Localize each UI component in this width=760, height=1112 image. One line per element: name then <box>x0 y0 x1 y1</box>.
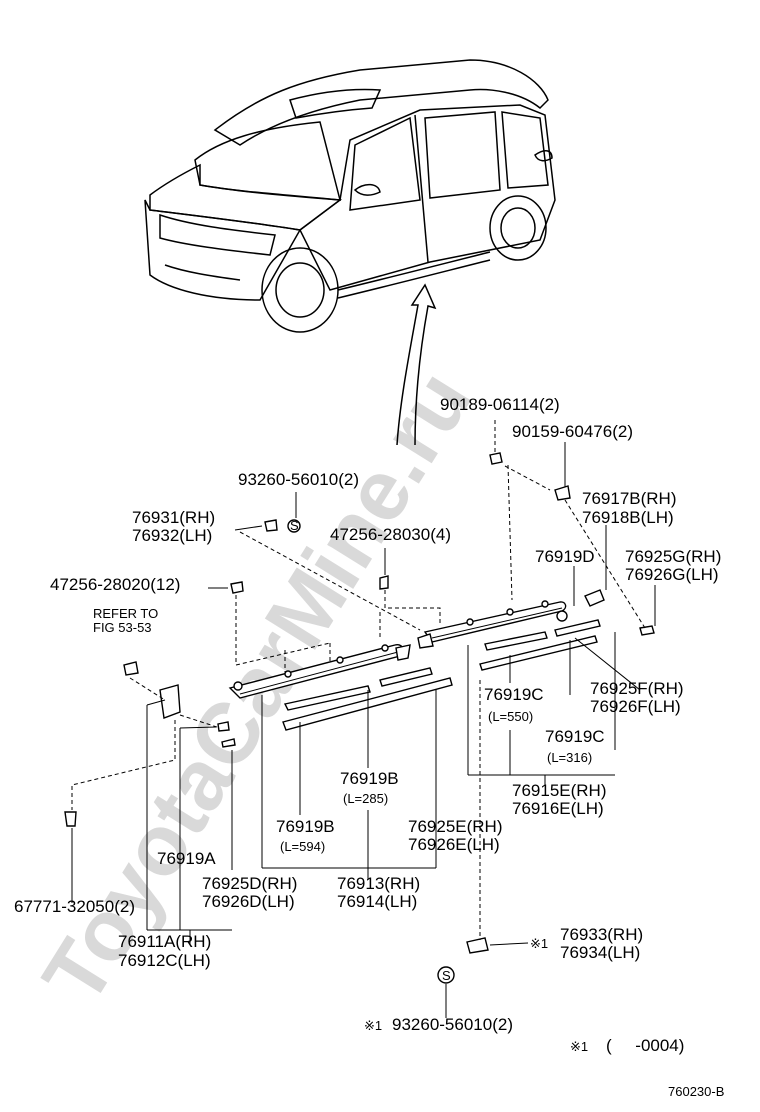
label-90189-06114: 90189-06114(2) <box>440 395 560 414</box>
label-fig-ref: FIG 53-53 <box>93 620 152 635</box>
label-93260-56010-bottom: 93260-56010(2) <box>392 1015 513 1034</box>
fasteners <box>64 452 571 984</box>
label-47256-28020: 47256-28020(12) <box>50 575 180 594</box>
label-76925D: 76925D(RH) <box>202 874 297 893</box>
label-76919D: 76919D <box>535 547 595 566</box>
label-76919A: 76919A <box>157 849 216 868</box>
leader-lines <box>71 420 656 1018</box>
vehicle-illustration <box>144 59 556 333</box>
label-length-594: (L=594) <box>280 839 325 854</box>
label-76913: 76913(RH) <box>337 874 420 893</box>
label-76918B: 76918B(LH) <box>582 508 674 527</box>
label-length-285: (L=285) <box>343 791 388 806</box>
label-76919B-285: 76919B <box>340 769 399 788</box>
label-76914: 76914(LH) <box>337 892 417 911</box>
label-76931: 76931(RH) <box>132 508 215 527</box>
label-90159-60476: 90159-60476(2) <box>512 422 633 441</box>
label-76917B: 76917B(RH) <box>582 489 677 508</box>
front-molding-assembly <box>228 643 453 731</box>
label-length-316: (L=316) <box>547 750 592 765</box>
label-93260-56010-top: 93260-56010(2) <box>238 470 359 489</box>
label-76926F: 76926F(LH) <box>590 697 681 716</box>
part-labels: 90189-06114(2) 90159-60476(2) 93260-5601… <box>14 395 724 1099</box>
label-76934: 76934(LH) <box>560 943 640 962</box>
washer-s-bottom: S <box>442 968 451 983</box>
note-range: ( -0004) <box>606 1036 684 1055</box>
label-length-550: (L=550) <box>488 709 533 724</box>
label-refer-to: REFER TO <box>93 606 158 621</box>
label-76925F: 76925F(RH) <box>590 679 684 698</box>
label-mark1-b: ※1 <box>364 1018 382 1033</box>
label-76932: 76932(LH) <box>132 526 212 545</box>
label-76926E: 76926E(LH) <box>408 835 500 854</box>
label-67771-32050: 67771-32050(2) <box>14 897 135 916</box>
label-76925G: 76925G(RH) <box>625 547 721 566</box>
note-mark: ※1 <box>570 1039 588 1054</box>
label-76926G: 76926G(LH) <box>625 565 719 584</box>
label-76915E: 76915E(RH) <box>512 781 607 800</box>
label-76919C-316: 76919C <box>545 727 605 746</box>
washer-s-top: S <box>290 518 299 533</box>
label-76919C-550: 76919C <box>484 685 544 704</box>
label-76912C: 76912C(LH) <box>118 951 211 970</box>
label-76933: 76933(RH) <box>560 925 643 944</box>
label-76916E: 76916E(LH) <box>512 799 604 818</box>
location-arrow <box>396 283 437 446</box>
label-76911A: 76911A(RH) <box>118 932 211 951</box>
label-47256-28030: 47256-28030(4) <box>330 525 451 544</box>
label-76925E: 76925E(RH) <box>408 817 503 836</box>
label-mark1-a: ※1 <box>530 936 548 951</box>
label-76919B-594: 76919B <box>276 817 335 836</box>
rear-molding-assembly <box>417 589 655 671</box>
label-76926D: 76926D(LH) <box>202 892 295 911</box>
figure-id: 760230-B <box>668 1084 724 1099</box>
